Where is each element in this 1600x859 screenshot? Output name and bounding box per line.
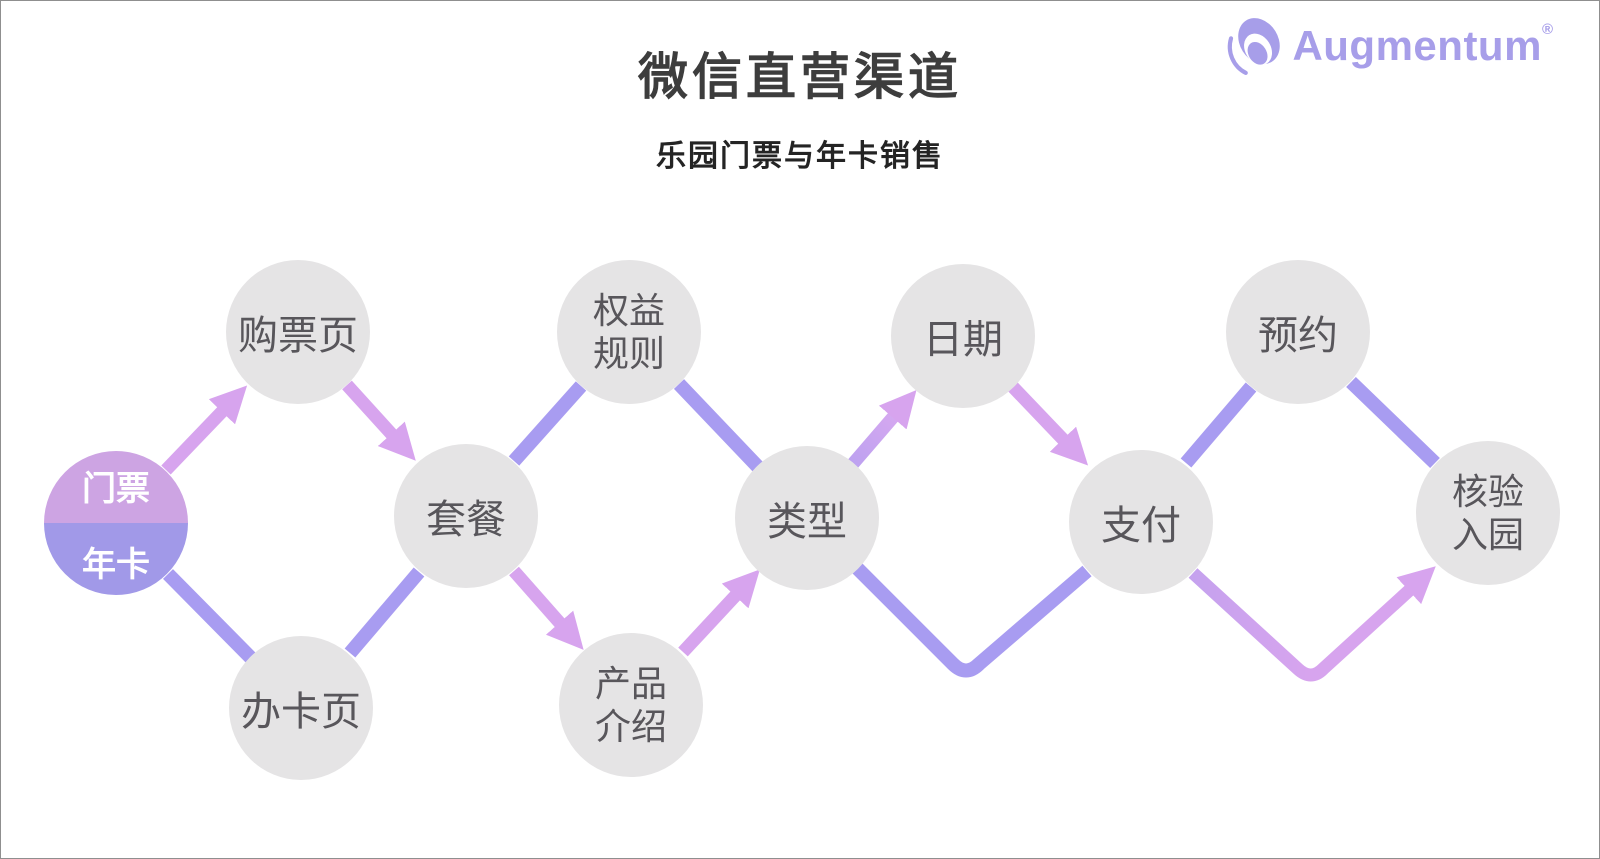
start-node-card-label: 年卡 (82, 545, 150, 584)
line-benefit-rules-to-type (673, 379, 766, 474)
line-package-to-benefit-rules (508, 381, 587, 466)
node-reservation: 预约 (1226, 260, 1370, 404)
brand-logo-text: Augmentum (1292, 22, 1542, 69)
node-label: 类型 (767, 500, 847, 544)
page-title: 微信直营渠道 (638, 49, 962, 105)
arrow-package-to-product-intro (509, 566, 584, 650)
arrow-payment-to-verify (1188, 566, 1436, 682)
node-ticket-page: 购票页 (226, 260, 370, 404)
node-label: 日期 (923, 318, 1003, 362)
node-label-line1: 权益 (592, 289, 665, 331)
arrow-product-intro-to-type (678, 569, 760, 657)
node-package: 套餐 (394, 444, 538, 588)
node-label: 办卡页 (241, 690, 361, 734)
node-type: 类型 (735, 446, 879, 590)
brand-swirl-icon (1228, 18, 1281, 75)
node-card-page: 办卡页 (229, 636, 373, 780)
node-product-intro: 产品 介绍 (559, 633, 703, 777)
node-label-line1: 核验 (1451, 470, 1524, 512)
node-label: 支付 (1101, 504, 1181, 548)
arrow-type-to-date (846, 389, 917, 471)
arrow-start-to-ticket-page (161, 385, 248, 475)
line-type-to-payment (850, 561, 1092, 678)
ticket-flow-arrows (161, 380, 1436, 682)
card-flow-lines (163, 376, 1440, 678)
brand-logo: Augmentum ® (1224, 15, 1553, 77)
node-label-line2: 入园 (1451, 514, 1524, 555)
start-node-tickets-cards: 门票 年卡 (44, 451, 188, 595)
node-label: 预约 (1258, 314, 1338, 358)
node-verify-entry: 核验 入园 (1416, 441, 1560, 585)
start-node-ticket-label: 门票 (82, 469, 150, 508)
arrow-ticket-page-to-package (342, 380, 416, 461)
node-label-line2: 规则 (592, 333, 665, 374)
line-reservation-to-verify (1346, 376, 1440, 469)
node-payment: 支付 (1069, 450, 1213, 594)
arrow-date-to-payment (1008, 382, 1089, 466)
node-label-line2: 介绍 (594, 706, 667, 747)
page-subtitle: 乐园门票与年卡销售 (656, 140, 944, 173)
node-label: 购票页 (238, 314, 358, 358)
line-payment-to-reservation (1180, 382, 1257, 468)
line-start-to-card-page (163, 569, 256, 663)
node-label-line1: 产品 (594, 662, 667, 704)
node-date: 日期 (891, 264, 1035, 408)
line-card-page-to-package (344, 567, 425, 658)
registered-mark: ® (1541, 21, 1553, 38)
node-label: 套餐 (426, 498, 506, 542)
node-benefit-rules: 权益 规则 (557, 260, 701, 404)
